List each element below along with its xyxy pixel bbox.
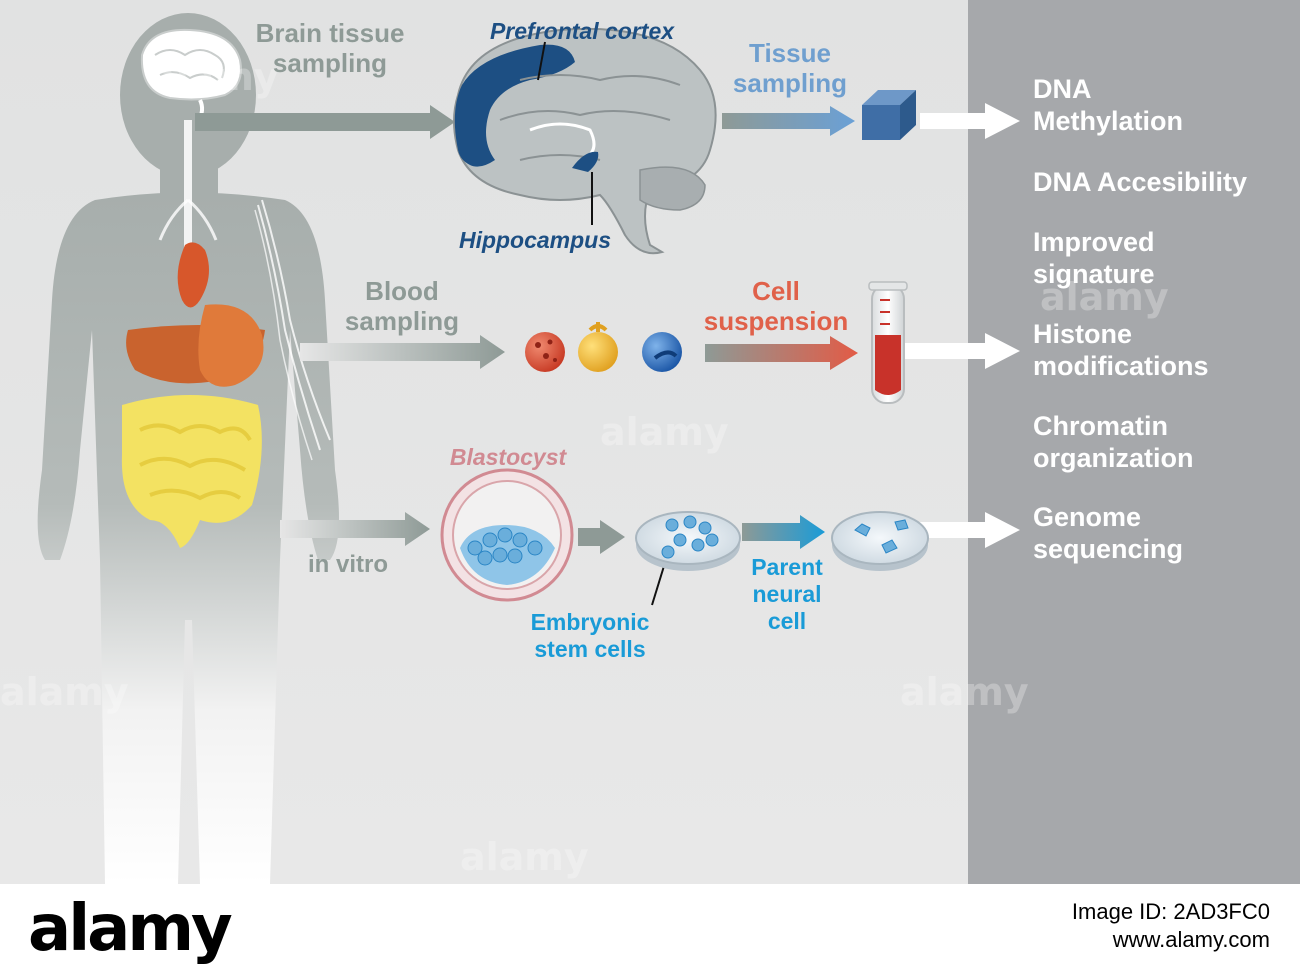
arrows	[195, 103, 1020, 554]
spinal-cord	[184, 120, 192, 270]
label-line: stem cells	[534, 636, 645, 662]
label-line: signature	[1033, 259, 1155, 289]
watermarks: alamy alamy alamy alamy alamy alamy	[0, 55, 1169, 879]
alamy-logo: alamy	[28, 892, 233, 966]
label-line: suspension	[704, 306, 848, 336]
image-id: Image ID: 2AD3FC0	[1071, 899, 1270, 924]
label-line: Embryonic	[531, 609, 650, 635]
watermark: alamy	[600, 410, 729, 454]
label-line: sampling	[733, 68, 847, 98]
label-line: Histone	[1033, 319, 1132, 349]
blastocyst	[440, 468, 574, 602]
footer-bar: alamy Image ID: 2AD3FC0 www.alamy.com	[0, 884, 1300, 974]
watermark: alamy	[900, 670, 1029, 714]
label-line: sampling	[345, 306, 459, 336]
site-url: www.alamy.com	[1112, 927, 1270, 952]
label-in-vitro: in vitro	[308, 551, 388, 578]
petri-dish-neural-cells	[831, 511, 929, 571]
label-line: DNA Accesibility	[1033, 167, 1247, 197]
right-panel	[968, 0, 1300, 884]
outcome-dna-accessibility: DNA Accesibility	[1033, 167, 1247, 197]
arrow-blood-sampling	[300, 335, 505, 369]
arrow-in-vitro	[280, 512, 430, 546]
label-line: neural	[752, 581, 821, 607]
label-line: sampling	[273, 48, 387, 78]
organs	[121, 242, 266, 548]
label-line: sequencing	[1033, 534, 1183, 564]
arrow-output-3	[905, 512, 1020, 548]
stomach	[198, 304, 264, 387]
arrow-cell-suspension	[705, 336, 858, 370]
label-line: Cell	[752, 276, 800, 306]
arrow-tissue-sampling	[722, 106, 855, 136]
arrow-parent-neural	[742, 515, 825, 549]
arrow-output-1	[920, 103, 1020, 139]
image-meta: Image ID: 2AD3FC0 www.alamy.com	[1072, 898, 1270, 954]
arrow-output-2	[905, 333, 1020, 369]
watermark: alamy	[0, 670, 129, 714]
label-line: Improved	[1033, 227, 1155, 257]
tissue-cube	[862, 90, 916, 140]
watermark: alamy	[150, 55, 279, 99]
label-line: Chromatin	[1033, 411, 1168, 441]
label-line: modifications	[1033, 351, 1209, 381]
label-line: Genome	[1033, 502, 1141, 532]
test-tube	[868, 281, 908, 404]
label-line: organization	[1033, 443, 1194, 473]
label-line: Parent	[751, 554, 823, 580]
petri-dish-stem-cells	[635, 511, 741, 571]
label-line: Brain tissue	[256, 18, 405, 48]
label-line: Methylation	[1033, 106, 1183, 136]
head-brain	[140, 28, 242, 124]
label-prefrontal-cortex: Prefrontal cortex	[490, 18, 675, 44]
blood-cells	[525, 322, 682, 372]
heart	[177, 242, 209, 308]
watermark: alamy	[460, 835, 589, 879]
label-line: cell	[768, 608, 806, 634]
label-blastocyst: Blastocyst	[450, 444, 568, 470]
hippocampus-region	[572, 151, 599, 172]
label-hippocampus: Hippocampus	[459, 227, 611, 253]
label-line: DNA	[1033, 74, 1092, 104]
arrow-blastocyst-dish	[578, 520, 625, 554]
label-line: Tissue	[749, 38, 831, 68]
watermark: alamy	[1040, 275, 1169, 319]
intestine	[121, 395, 262, 548]
label-line: Blood	[365, 276, 439, 306]
diagram: alamy alamy alamy alamy alamy alamy Brai…	[0, 0, 1300, 884]
arrow-brain-tissue	[195, 105, 455, 139]
brain-illustration	[453, 27, 717, 255]
